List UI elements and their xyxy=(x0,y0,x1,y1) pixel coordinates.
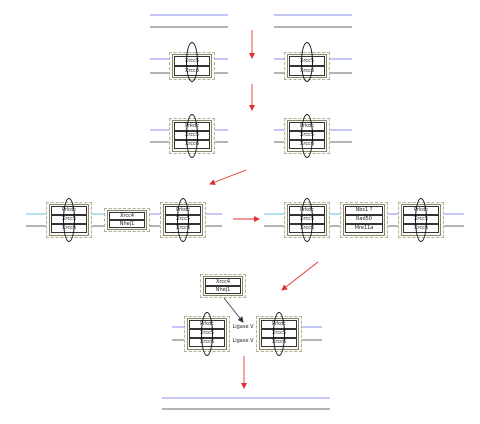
ku-ring-right xyxy=(301,114,313,158)
ku-ring-left xyxy=(186,114,198,158)
ku-ring xyxy=(201,312,213,356)
ku-ring-left xyxy=(186,42,198,82)
ku-ring xyxy=(63,198,75,242)
mre11a-label: Mre11a xyxy=(345,224,383,233)
dnapk-complex-step5-left: Prkdc Xrcc5 Xrcc6 xyxy=(184,312,230,356)
ku-ring xyxy=(301,198,313,242)
dnapk-complex-step4a-left: Prkdc Xrcc5 Xrcc6 xyxy=(46,198,92,242)
ku-complex-right-step2: Xrcc5 Xrcc6 xyxy=(284,42,330,82)
arrow-xrcc4-to-ligase xyxy=(223,297,244,323)
dnapk-complex-right-step3: Prkdc Xrcc5 Xrcc6 xyxy=(284,114,330,158)
xrcc4-nhej1-complex-step4a: Xrcc4 Nhej1 xyxy=(104,208,150,232)
arrow-step3-to-4a xyxy=(209,169,247,185)
ku-ring xyxy=(415,198,427,242)
ku-ring xyxy=(177,198,189,242)
ligase-complex-step5: Ligase V Ligase V xyxy=(228,322,258,346)
dnapk-complex-left-step3: Prkdc Xrcc5 Xrcc6 xyxy=(169,114,215,158)
arrow-step4b-to-5 xyxy=(281,261,319,291)
dnapk-complex-step5-right: Prkdc Xrcc5 Xrcc6 xyxy=(256,312,302,356)
ku-ring xyxy=(273,312,285,356)
ku-ring-right xyxy=(301,42,313,82)
nbs1-label: Nbs1 ? xyxy=(345,206,383,215)
ligase-label-top: Ligase V xyxy=(232,323,254,330)
xrcc4-nhej1-complex-step5: Xrcc4 Nhej1 xyxy=(200,274,246,298)
ligase-label-bottom: Ligase V xyxy=(232,337,254,344)
nhej1-label: Nhej1 xyxy=(109,220,145,228)
nhej1-label: Nhej1 xyxy=(205,286,241,294)
rad50-label: Rad50 xyxy=(345,215,383,224)
mrn-complex-step4b: Nbs1 ? Rad50 Mre11a xyxy=(340,202,388,238)
xrcc4-label: Xrcc4 xyxy=(109,212,145,220)
dnapk-complex-step4a-right: Prkdc Xrcc5 Xrcc6 xyxy=(160,198,206,242)
xrcc4-label: Xrcc4 xyxy=(205,278,241,286)
ku-complex-left-step2: Xrcc5 Xrcc6 xyxy=(169,42,215,82)
dnapk-complex-step4b-right: Prkdc Xrcc5 Xrcc6 xyxy=(398,198,444,242)
dnapk-complex-step4b-left: Prkdc Xrcc5 Xrcc6 xyxy=(284,198,330,242)
